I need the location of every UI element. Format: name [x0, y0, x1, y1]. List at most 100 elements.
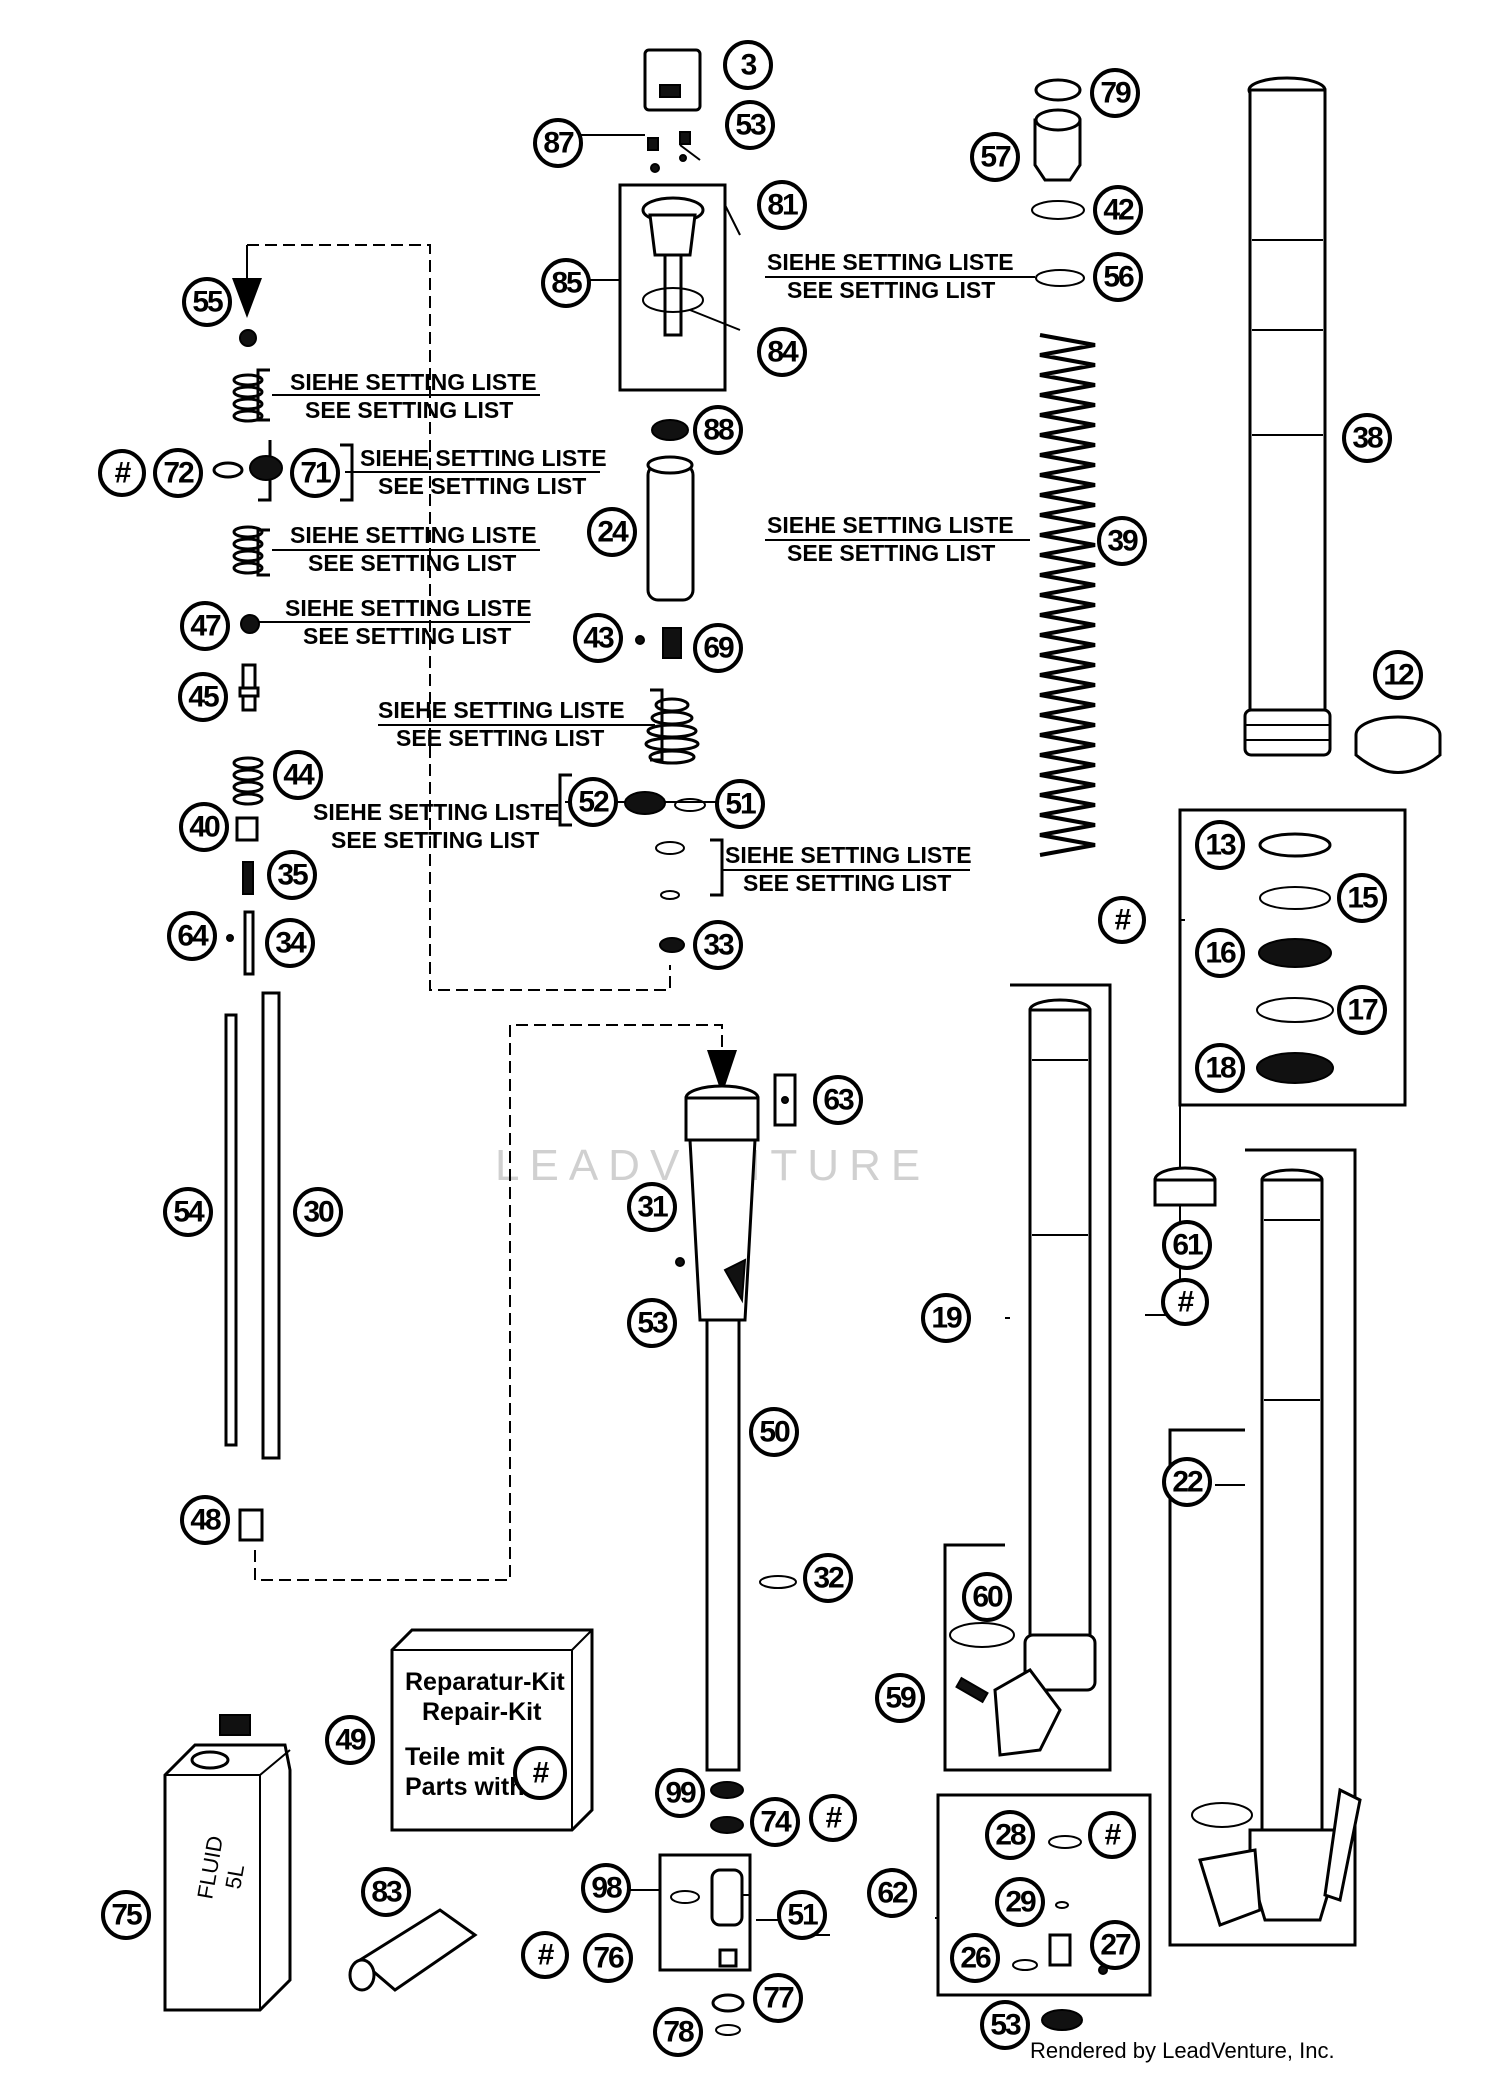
callout-30: 30 [293, 1187, 343, 1237]
callout-99: 99 [655, 1768, 705, 1818]
callout-88: 88 [693, 405, 743, 455]
callout-26: 26 [950, 1933, 1000, 1983]
callout-number: 61 [1172, 1229, 1203, 1262]
callout-number: 59 [885, 1682, 916, 1715]
setting-note-en: SEE SETTING LIST [787, 277, 995, 303]
callout-number: 42 [1103, 194, 1134, 227]
callout-51: 51 [715, 779, 765, 829]
callout-98: 98 [581, 1863, 631, 1913]
callout-number: 78 [663, 2016, 694, 2049]
callout-32: 32 [803, 1553, 853, 1603]
callout-69: 69 [693, 623, 743, 673]
callout-number: 33 [703, 929, 734, 962]
callout-85: 85 [541, 258, 591, 308]
svg-text:#: # [1115, 904, 1132, 937]
callout-50: 50 [749, 1407, 799, 1457]
callout-75: 75 [101, 1890, 151, 1940]
setting-note-de: SIEHE SETTING LISTE [725, 842, 972, 868]
hash-marker: # [1098, 896, 1146, 944]
callout-31: 31 [627, 1182, 677, 1232]
callout-number: 81 [767, 189, 798, 222]
callout-number: 16 [1205, 937, 1236, 970]
callout-number: 56 [1103, 261, 1134, 294]
repair-kit-box: Reparatur-Kit Repair-Kit Teile mit Parts… [405, 1668, 565, 1801]
callout-number: 12 [1383, 659, 1414, 692]
callout-number: 44 [283, 759, 315, 792]
setting-note-de: SIEHE SETTING LISTE [285, 595, 532, 621]
setting-note-en: SEE SETTING LIST [396, 725, 604, 751]
svg-text:#: # [1105, 1819, 1122, 1852]
callout-number: 53 [735, 109, 766, 142]
svg-text:#: # [538, 1939, 555, 1972]
callout-56: 56 [1093, 252, 1143, 302]
callout-number: 28 [995, 1819, 1026, 1852]
callout-34: 34 [265, 918, 315, 968]
callout-number: 60 [972, 1581, 1003, 1614]
callout-59: 59 [875, 1673, 925, 1723]
callout-number: 98 [591, 1872, 622, 1905]
callout-18: 18 [1195, 1043, 1245, 1093]
callout-77: 77 [753, 1973, 803, 2023]
callout-72: 72 [153, 448, 203, 498]
callout-number: 99 [665, 1777, 696, 1810]
callout-40: 40 [179, 802, 229, 852]
callout-13: 13 [1195, 820, 1245, 870]
callout-3: 3 [723, 40, 773, 90]
callout-number: 29 [1005, 1886, 1036, 1919]
callout-48: 48 [180, 1495, 230, 1545]
callout-number: 22 [1172, 1466, 1203, 1499]
setting-note-de: SIEHE SETTING LISTE [290, 369, 537, 395]
callout-28: 28 [985, 1810, 1035, 1860]
callout-53: 53 [980, 2000, 1030, 2050]
callout-number: 52 [578, 786, 609, 819]
callout-number: 45 [188, 681, 219, 714]
callout-number: 57 [980, 141, 1011, 174]
callout-number: 15 [1347, 882, 1378, 915]
callout-79: 79 [1090, 68, 1140, 118]
callout-15: 15 [1337, 873, 1387, 923]
credit-text: Rendered by LeadVenture, Inc. [1030, 2038, 1335, 2063]
setting-note-en: SEE SETTING LIST [305, 397, 513, 423]
callout-83: 83 [361, 1867, 411, 1917]
callout-number: 51 [725, 788, 756, 821]
callout-number: 53 [990, 2009, 1021, 2042]
callout-number: 54 [173, 1196, 205, 1229]
callout-number: 30 [303, 1196, 334, 1229]
callout-number: 13 [1205, 829, 1236, 862]
callout-44: 44 [273, 750, 323, 800]
repair-kit-symbol: # [513, 1746, 567, 1800]
callout-number: 32 [813, 1562, 844, 1595]
callout-number: 18 [1205, 1052, 1236, 1085]
hash-marker: # [98, 449, 146, 497]
callout-number: 75 [111, 1899, 142, 1932]
setting-note-en: SEE SETTING LIST [378, 473, 586, 499]
callout-number: 34 [275, 927, 307, 960]
callout-61: 61 [1162, 1220, 1212, 1270]
callout-number: 63 [823, 1084, 854, 1117]
svg-text:#: # [826, 1802, 843, 1835]
callout-number: 49 [335, 1724, 366, 1757]
setting-note-de: SIEHE SETTING LISTE [360, 445, 607, 471]
callout-number: 47 [190, 610, 221, 643]
callout-24: 24 [587, 507, 637, 557]
callout-number: 87 [543, 127, 574, 160]
callout-33: 33 [693, 920, 743, 970]
leader-lines [232, 134, 1407, 1997]
callout-76: 76 [583, 1933, 633, 1983]
setting-notes: SIEHE SETTING LISTE SEE SETTING LIST SIE… [285, 249, 1014, 896]
callout-number: 53 [637, 1307, 668, 1340]
callout-number: 24 [597, 516, 629, 549]
hash-marker: # [809, 1794, 857, 1842]
setting-note-en: SEE SETTING LIST [303, 623, 511, 649]
callout-12: 12 [1373, 650, 1423, 700]
setting-note-en: SEE SETTING LIST [331, 827, 539, 853]
callout-number: 35 [277, 859, 308, 892]
callout-53: 53 [725, 100, 775, 150]
callout-57: 57 [970, 132, 1020, 182]
setting-note-de: SIEHE SETTING LISTE [378, 697, 625, 723]
callout-52: 52 [568, 777, 618, 827]
callout-number: 64 [177, 920, 209, 953]
callout-number: 85 [551, 267, 582, 300]
callout-45: 45 [178, 672, 228, 722]
